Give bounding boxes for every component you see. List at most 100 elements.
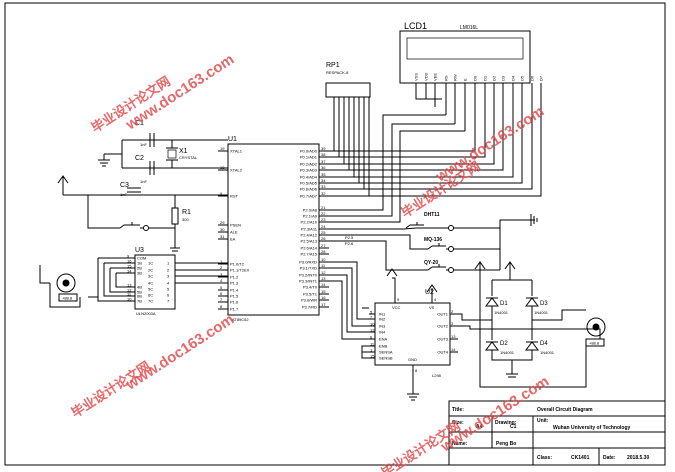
mcu-pin-label: P1.3 — [230, 281, 239, 286]
lcd-pin-label: RW — [453, 74, 458, 81]
mcu-pin-number: 32 — [321, 191, 326, 196]
diode-d2-part: 1N4001 — [500, 350, 515, 355]
uln-pin-label: 7B — [137, 299, 142, 304]
uln-pin-label: 4C — [148, 281, 153, 286]
lcd-ref: LCD1 — [404, 21, 427, 31]
uln-pin-number: 4 — [167, 281, 170, 286]
mcu-pin-label: P2.1/A9 — [303, 214, 318, 219]
cap-c2-ref: C2 — [135, 155, 144, 162]
mcu-pin-label: P3.3/INT1 — [299, 279, 318, 284]
diode-d1-part: 1N4001 — [494, 310, 509, 315]
mcu-pin-number: 12 — [321, 270, 326, 275]
name-value: Peng Bo — [496, 441, 516, 447]
l298-pin-label: IN2 — [379, 317, 386, 322]
title-block: Title: Overall Circuit Diagram Size: A4 … — [448, 400, 666, 466]
mcu-pin-label: P0.6/AD6 — [300, 187, 318, 192]
l298-pin-label: SENSA — [379, 350, 393, 355]
uln-pin-number: 1 — [167, 261, 170, 266]
mcu-pin-label: P1.2 — [230, 275, 239, 280]
uln-pin-label: 2B — [137, 266, 142, 271]
mcu-pin-label: PSEN — [230, 223, 241, 228]
diode-d4-part: 1N4001 — [540, 350, 555, 355]
cap-c3-ref: C3 — [120, 182, 129, 189]
lcd-pin-label: D4 — [511, 75, 516, 81]
uln-pin-label: COM — [137, 256, 146, 261]
uln-pin-number: 13 — [127, 283, 132, 288]
l298-pin-label: OUT1 — [437, 312, 448, 317]
date-value: 2018.5.30 — [627, 455, 649, 461]
lcd-pin-label: E — [463, 78, 468, 81]
uln-pin-label: 3B — [137, 271, 142, 276]
mcu-pin-number: 2 — [220, 265, 223, 270]
l298-pin-number: 11 — [370, 342, 375, 347]
mcu-pin-label: P0.1/AD1 — [300, 155, 318, 160]
diode-d1-ref: D1 — [500, 301, 508, 307]
mcu-pin-number: 35 — [321, 172, 326, 177]
mcu-pin-label: P0.5/AD5 — [300, 181, 318, 186]
cap-c1-ref: C1 — [135, 120, 144, 127]
mcu-pin-label: P1.7 — [230, 307, 239, 312]
mcu-pin-number: 30 — [220, 227, 225, 232]
mcu-pin-label: P1.6 — [230, 300, 239, 305]
mcu-pin-number: 33 — [321, 184, 326, 189]
l298-pin-number: 2 — [451, 309, 454, 314]
mcu-pin-number: 9 — [220, 191, 223, 196]
cap-c1-value: 1nF — [140, 142, 147, 147]
mcu-pin-number: 19 — [220, 146, 225, 151]
lcd-pin-label: VSS — [414, 73, 419, 81]
mcu-pin-number: 25 — [321, 230, 326, 235]
l298-pin-label: SENSB — [379, 356, 393, 361]
mcu-pin-number: 22 — [321, 211, 326, 216]
lcd-pin-label: D2 — [492, 75, 497, 81]
uln-ref: U3 — [135, 247, 144, 254]
uln-pin-number: 12 — [127, 288, 132, 293]
unit-label: Unit: — [537, 418, 549, 424]
mcu-pin-label: P3.1/TXD — [300, 266, 317, 271]
l298-pin-label: ENB — [379, 344, 388, 349]
mcu-pin-label: P3.4/T0 — [303, 285, 318, 290]
uln-pin-label: 6C — [148, 293, 153, 298]
mcu-pin-number: 15 — [321, 289, 326, 294]
uln-pin-label: 5C — [148, 287, 153, 292]
watermark-url: www.doc163.com — [432, 103, 547, 186]
l298-pin-label: OUT4 — [437, 350, 448, 355]
mcu-pin-label: P3.6/WR — [301, 298, 317, 303]
l298-pin-label: ENA — [379, 337, 388, 342]
l298-pin-number: 1 — [370, 348, 373, 353]
mcu-pin-number: 6 — [220, 291, 223, 296]
mcu-pin-label: P2.4/A12 — [301, 233, 318, 238]
uln-pin-number: 3 — [167, 274, 170, 279]
uln-pin-number: 16 — [127, 259, 132, 264]
mcu-pin-number: 16 — [321, 295, 326, 300]
lcd-pin-label: D3 — [501, 75, 506, 81]
title-label: Title: — [452, 407, 464, 413]
resistor-pack: RP1 RESPACK-8 — [325, 62, 371, 98]
reset-circuit: C3 1nF R1 300 — [57, 175, 228, 252]
lcd-pin-label: D6 — [530, 75, 535, 81]
size-label: Size: — [452, 420, 464, 426]
mcu-pin-label: P3.0/RXD — [299, 260, 317, 265]
mcu-pin-label: P1.0/T2 — [230, 262, 245, 267]
mcu-pin-label: P3.5/T1 — [303, 292, 318, 297]
net-label-p26: P2.6 — [345, 241, 354, 246]
uln-pin-number: 11 — [127, 292, 132, 297]
mcu-pin-number: 21 — [321, 205, 326, 210]
lcd-pin-label: VEE — [433, 73, 438, 81]
mcu-pin-label: P3.2/INT0 — [299, 273, 318, 278]
uln-pin-number: 6 — [167, 293, 170, 298]
uln-pin-number: 7 — [167, 299, 170, 304]
stepper-motor: +88.8 — [56, 273, 78, 302]
net-label-p25: P2.5 — [345, 235, 354, 240]
l298-pin-label: OUT3 — [437, 337, 448, 342]
stepper-display: +88.8 — [62, 296, 73, 301]
l298-pin-number: 12 — [370, 328, 375, 333]
mcu-pin-number: 17 — [321, 302, 326, 307]
uln-pin-number: 14 — [127, 269, 132, 274]
mcu-pin-number: 34 — [321, 178, 326, 183]
cap-c2-value: 1nF — [140, 179, 147, 184]
class-value: CK1401 — [571, 455, 590, 461]
mcu-pin-label: P1.4 — [230, 288, 239, 293]
mcu-pin-number: 8 — [220, 304, 223, 309]
mcu-pin-number: 36 — [321, 165, 326, 170]
